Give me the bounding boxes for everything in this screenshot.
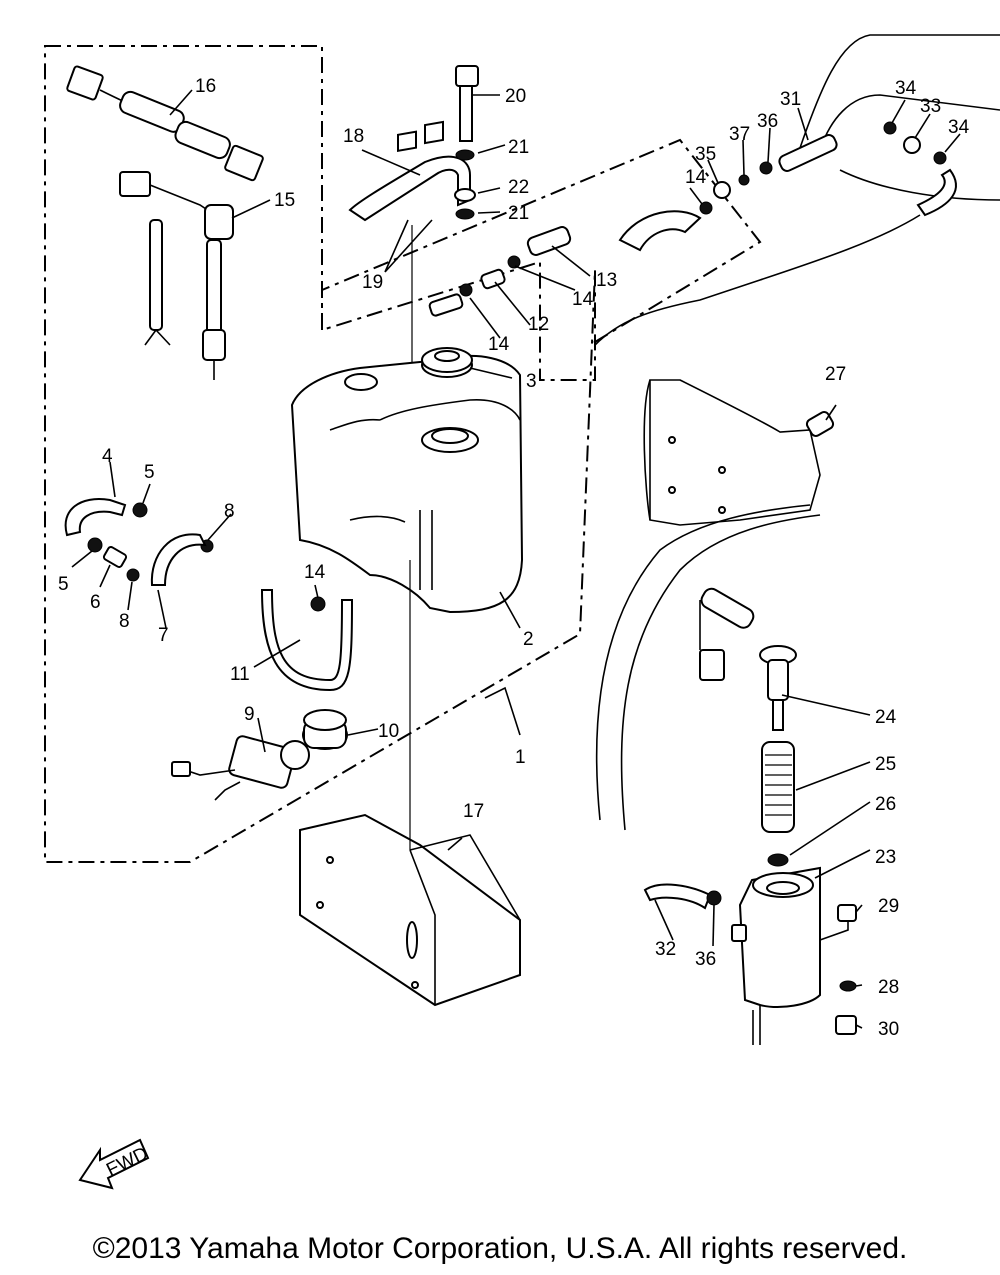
sub-tank-23: [731, 866, 821, 1045]
callout-20: 20: [505, 86, 526, 107]
callout-1: 1: [515, 747, 526, 768]
callout-23: 23: [875, 847, 896, 868]
sender-24: [699, 587, 797, 731]
hose-13: [428, 210, 702, 317]
fitting-35: [713, 181, 731, 199]
callout-4: 4: [102, 446, 113, 467]
callout-26: 26: [875, 794, 896, 815]
callout-24: 24: [875, 707, 897, 728]
strainer-10: [302, 709, 348, 750]
callout-28: 28: [878, 977, 899, 998]
hose-7: [150, 533, 207, 586]
engine-block-right: [594, 214, 921, 831]
assembly-1-outline: [44, 45, 596, 863]
wiring-harness-16: [66, 65, 264, 182]
callout-18: 18: [343, 126, 364, 147]
connector-12: [480, 268, 506, 290]
callout-34b: 34: [948, 117, 970, 138]
oil-tank-2: [290, 354, 524, 614]
bolt-30: [835, 1015, 857, 1035]
clamp-36-top: [759, 161, 773, 175]
callout-31: 31: [780, 89, 801, 110]
callout-2: 2: [523, 629, 534, 650]
callout-21b: 21: [508, 203, 529, 224]
hose-11: [260, 589, 354, 692]
clamp-34-left: [883, 121, 897, 135]
callout-9: 9: [244, 704, 255, 725]
callout-27: 27: [825, 364, 846, 385]
callout-14c: 14: [488, 334, 510, 355]
hose-31: [778, 134, 838, 172]
clamp-14-mid: [310, 596, 326, 612]
washer-21-lower: [455, 208, 475, 220]
callout-30: 30: [878, 1019, 899, 1040]
clamp-8-lower: [126, 568, 140, 582]
callout-10: 10: [378, 721, 399, 742]
sender-assembly-15: [119, 171, 234, 380]
clamp-5-lower: [87, 537, 103, 553]
clamp-34-right: [933, 151, 947, 165]
callout-19: 19: [362, 272, 383, 293]
callout-37: 37: [729, 124, 750, 145]
washer-28: [839, 980, 857, 992]
callout-11: 11: [230, 664, 250, 685]
callout-3: 3: [526, 371, 537, 392]
tank-cap-3: [421, 347, 473, 378]
clamp-36-lower: [706, 890, 722, 906]
fitting-6: [102, 546, 128, 568]
gasket-26: [767, 853, 789, 867]
callout-14a: 14: [685, 167, 707, 188]
callout-8a: 8: [224, 501, 235, 522]
mounting-bracket-17: [299, 813, 521, 1007]
callout-7: 7: [158, 625, 169, 646]
assembly-hose-outline: [321, 138, 762, 346]
callout-8b: 8: [119, 611, 130, 632]
callout-36a: 36: [757, 111, 778, 132]
fitting-33: [903, 136, 921, 154]
callout-35: 35: [695, 144, 716, 165]
copyright-notice: ©2013 Yamaha Motor Corporation, U.S.A. A…: [92, 1232, 908, 1265]
callout-14d: 14: [304, 562, 326, 583]
washer-21-upper: [455, 149, 475, 161]
clamp-14-top: [459, 201, 713, 297]
hose-32: [643, 883, 712, 910]
tank-strap-18: [348, 120, 471, 222]
callout-33: 33: [920, 96, 941, 117]
callout-17: 17: [463, 801, 484, 822]
callout-34a: 34: [895, 78, 917, 99]
callout-21a: 21: [508, 137, 529, 158]
callout-36b: 36: [695, 949, 716, 970]
callout-5a: 5: [144, 462, 155, 483]
clamp-37: [738, 174, 750, 186]
fitting-29: [837, 904, 857, 922]
callout-14b: 14: [572, 289, 594, 310]
callout-22: 22: [508, 177, 529, 198]
callout-12: 12: [528, 314, 549, 335]
oil-pump-9: [171, 735, 310, 801]
callout-13: 13: [596, 270, 617, 291]
callout-16: 16: [195, 76, 216, 97]
nut-22: [454, 188, 476, 202]
hose-return: [916, 168, 957, 217]
fwd-arrow-icon: FWD: [78, 1138, 151, 1190]
engine-housing-top: [799, 34, 1000, 201]
callout-5b: 5: [58, 574, 69, 595]
callout-32: 32: [655, 939, 676, 960]
callout-15: 15: [274, 190, 295, 211]
callout-29: 29: [878, 896, 899, 917]
clamp-5-upper: [132, 502, 148, 518]
leader-lines: [71, 89, 961, 1029]
filter-25: [761, 741, 795, 833]
bolt-20: [455, 65, 479, 142]
callout-6: 6: [90, 592, 101, 613]
callout-25: 25: [875, 754, 896, 775]
hose-4: [64, 498, 127, 537]
